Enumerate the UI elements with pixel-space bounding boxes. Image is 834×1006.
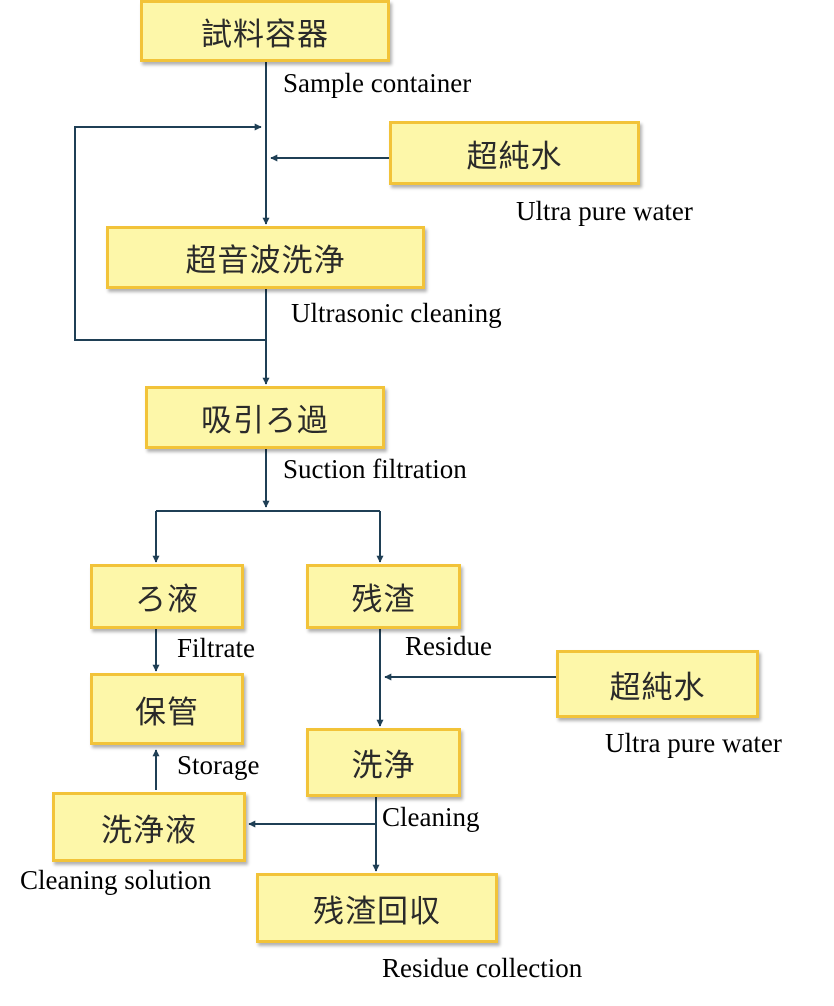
box-sample-container: 試料容器: [140, 0, 390, 62]
box-suction-filtration: 吸引ろ過: [145, 386, 385, 449]
caption-residue-collection: Residue collection: [382, 953, 583, 983]
caption-ultra-pure-water-1: Ultra pure water: [516, 196, 693, 226]
caption-suction-filtration: Suction filtration: [283, 454, 467, 484]
box-ultrasonic-cleaning: 超音波洗浄: [106, 226, 425, 289]
caption-sample-container: Sample container: [283, 68, 472, 98]
box-filtrate: ろ液: [90, 564, 244, 629]
box-residue-collection: 残渣回収: [256, 873, 498, 943]
caption-ultra-pure-water-2: Ultra pure water: [605, 728, 782, 758]
caption-cleaning-solution: Cleaning solution: [20, 865, 212, 895]
caption-residue: Residue: [405, 631, 492, 661]
box-cleaning-solution: 洗浄液: [52, 792, 246, 862]
box-ultra-pure-water-1: 超純水: [389, 121, 640, 185]
recirculation-loop: [74, 123, 266, 341]
box-ultra-pure-water-2: 超純水: [556, 650, 759, 718]
caption-storage: Storage: [177, 750, 260, 780]
box-residue: 残渣: [306, 564, 461, 629]
caption-filtrate: Filtrate: [177, 633, 255, 663]
caption-cleaning: Cleaning: [382, 802, 480, 832]
box-cleaning: 洗浄: [306, 728, 461, 797]
box-storage: 保管: [90, 673, 244, 745]
caption-ultrasonic-cleaning: Ultrasonic cleaning: [291, 298, 502, 328]
